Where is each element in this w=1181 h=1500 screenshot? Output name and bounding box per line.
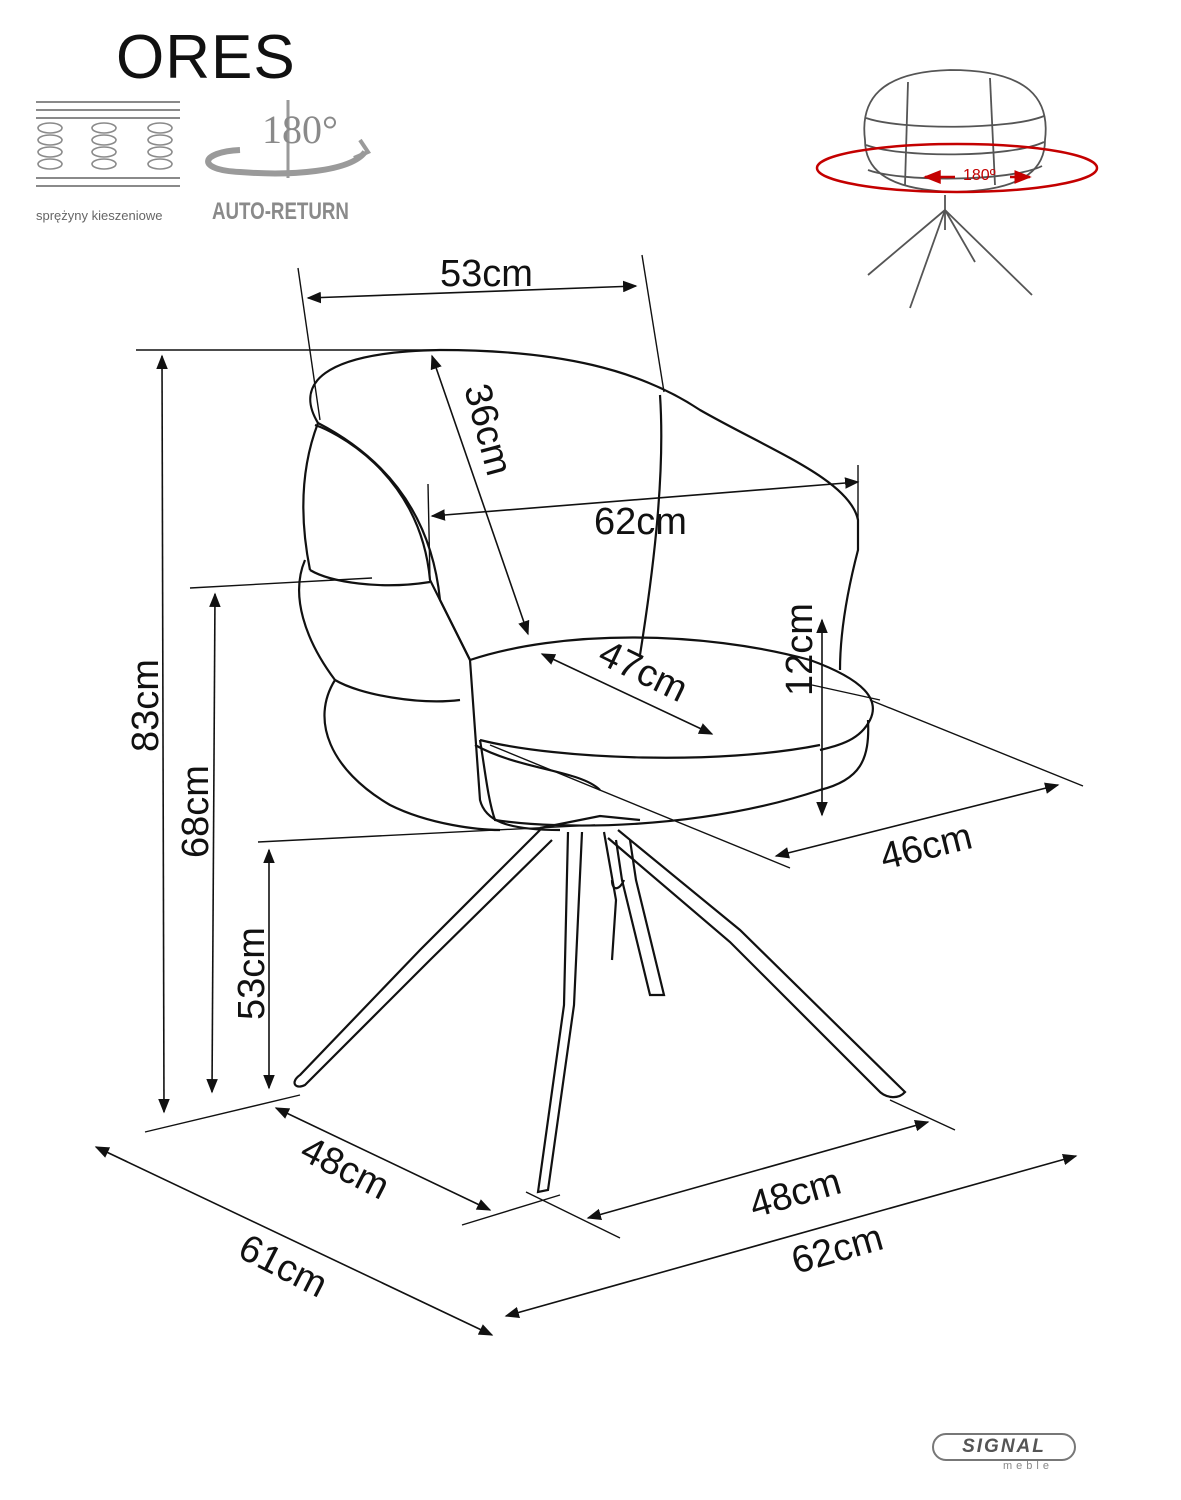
pocket-springs-label: sprężyny kieszeniowe bbox=[36, 208, 163, 223]
dim-68-line bbox=[206, 592, 221, 1094]
dim-47-line bbox=[540, 653, 714, 735]
preview-rotation-label: 180º bbox=[963, 167, 996, 184]
dim-label-seat-depth: 47cm bbox=[592, 632, 694, 710]
extension-lines bbox=[136, 254, 1084, 1239]
dim-label-arm-width: 62cm bbox=[594, 501, 687, 543]
dim-62-base-line bbox=[504, 1153, 1078, 1319]
dim-label-backrest-depth: 36cm bbox=[455, 379, 520, 480]
dim-61-line bbox=[94, 1146, 494, 1336]
brand-logo: SIGNAL bbox=[932, 1433, 1076, 1461]
product-title: ORES bbox=[116, 23, 296, 92]
dim-label-seat-height: 53cm bbox=[231, 927, 273, 1020]
chair-outline bbox=[293, 348, 907, 1194]
rotation-red-orbit bbox=[815, 142, 1099, 194]
dim-83-line bbox=[156, 354, 170, 1114]
rotation-arrow-icon bbox=[205, 100, 371, 178]
dim-label-total-depth: 61cm bbox=[232, 1227, 334, 1307]
auto-return-label: AUTO-RETURN bbox=[212, 198, 349, 225]
dim-label-base-width: 48cm bbox=[745, 1161, 846, 1227]
dim-label-total-height: 83cm bbox=[125, 659, 167, 752]
dim-label-seat-width: 46cm bbox=[876, 816, 976, 879]
rotation-degrees-label: 180° bbox=[262, 107, 338, 152]
pocket-springs-icon bbox=[36, 101, 180, 187]
dim-label-back-width: 53cm bbox=[440, 253, 533, 295]
dim-53-top-line bbox=[306, 280, 638, 304]
dim-label-seat-thickness: 12cm bbox=[779, 603, 821, 696]
dim-label-total-width: 62cm bbox=[787, 1217, 888, 1283]
rotation-preview-chair bbox=[863, 69, 1047, 309]
dimension-arrows bbox=[94, 280, 1078, 1336]
dim-62-arm-line bbox=[430, 477, 860, 521]
dim-46-line bbox=[774, 782, 1060, 859]
dim-label-arm-height: 68cm bbox=[175, 765, 217, 858]
brand-sub-label: meble bbox=[1003, 1460, 1053, 1472]
